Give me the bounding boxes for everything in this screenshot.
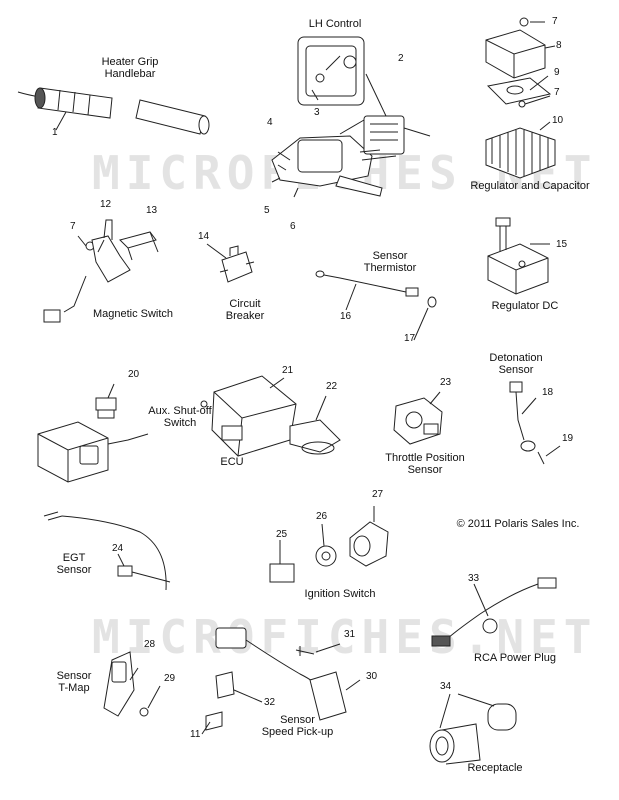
circuit-breaker-illustration [207,244,254,282]
egt-sensor-illustration [44,512,170,590]
callout-34: 34 [440,681,452,692]
receptacle-illustration [430,694,516,764]
callout-27: 27 [372,489,384,500]
regulator-capacitor-illustration [486,18,555,178]
callout-7-mid: 7 [554,87,560,98]
label-receptacle: Receptacle [467,762,523,774]
label-egt-sensor: EGT Sensor [56,552,92,576]
callout-9: 9 [554,67,560,78]
label-ecu: ECU [220,456,244,468]
callout-8: 8 [556,40,562,51]
sensor-thermistor-illustration [316,271,436,340]
callout-12: 12 [100,199,112,210]
callout-16: 16 [340,311,352,322]
label-magnetic-switch: Magnetic Switch [92,308,174,320]
callout-7-top: 7 [552,16,558,27]
watermark-bottom: MICROFICHES.NET [92,610,598,664]
throttle-position-illustration [394,392,442,444]
callout-5: 5 [264,205,270,216]
callout-22: 22 [326,381,338,392]
callout-20: 20 [128,369,140,380]
callout-17: 17 [404,333,416,344]
callout-10: 10 [552,115,564,126]
label-heater-grip: Heater Grip Handlebar [101,56,159,80]
sensor-tmap-illustration [104,652,160,716]
callout-4: 4 [267,117,273,128]
callout-21: 21 [282,365,294,376]
label-sensor-thermistor: Sensor Thermistor [363,250,417,274]
rca-power-plug-illustration [432,578,556,646]
regulator-dc-illustration [488,218,550,294]
callout-29: 29 [164,673,176,684]
label-aux-shutoff: Aux. Shut-off Switch [148,405,212,429]
label-detonation-sensor: Detonation Sensor [489,352,543,376]
detonation-sensor-illustration [510,382,560,464]
callout-6: 6 [290,221,296,232]
callout-28: 28 [144,639,156,650]
callout-24: 24 [112,543,124,554]
sensor-speed-illustration [202,628,360,734]
magnetic-switch-illustration [44,220,158,322]
aux-shutoff-illustration [38,384,148,482]
callout-18: 18 [542,387,554,398]
callout-7-left: 7 [70,221,76,232]
callout-14: 14 [198,231,210,242]
callout-3: 3 [314,107,320,118]
label-sensor-speed: Sensor Speed Pick-up [261,714,334,738]
callout-26: 26 [316,511,328,522]
label-regulator-dc: Regulator DC [491,300,559,312]
copyright-notice: © 2011 Polaris Sales Inc. [456,518,580,530]
callout-13: 13 [146,205,158,216]
callout-32: 32 [264,697,276,708]
callout-2: 2 [398,53,404,64]
callout-11: 11 [190,729,201,740]
label-sensor-tmap: Sensor T-Map [56,670,92,694]
label-regulator-capacitor: Regulator and Capacitor [470,180,590,192]
label-lh-control: LH Control [308,18,362,30]
ecu-illustration [201,376,340,456]
label-throttle-position: Throttle Position Sensor [385,452,465,476]
callout-19: 19 [562,433,574,444]
callout-1: 1 [52,127,58,138]
label-rca-power-plug: RCA Power Plug [474,652,556,664]
lh-control-illustration [272,37,430,197]
callout-23: 23 [440,377,452,388]
callout-31: 31 [344,629,356,640]
ignition-switch-illustration [270,506,388,582]
heater-grip-illustration [18,88,209,134]
callout-15: 15 [556,239,568,250]
label-circuit-breaker: Circuit Breaker [225,298,265,322]
callout-30: 30 [366,671,378,682]
callout-33: 33 [468,573,480,584]
callout-25: 25 [276,529,288,540]
label-ignition-switch: Ignition Switch [304,588,376,600]
